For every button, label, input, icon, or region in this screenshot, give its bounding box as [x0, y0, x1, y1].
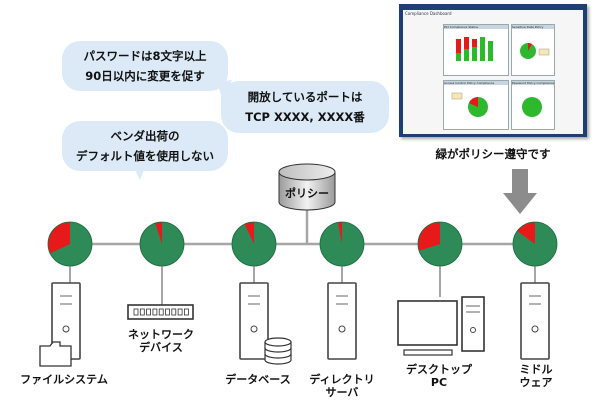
- pie-thumbnail: [451, 92, 488, 117]
- node-label-file-system: ファイルシステム: [12, 373, 116, 386]
- dashboard-panel: Password Policy Compliance: [511, 80, 555, 130]
- dashboard-panel: PCI Compliance Status: [443, 24, 509, 76]
- pie-outline: [47, 221, 93, 267]
- pie-noncompliant-slice: [155, 222, 162, 244]
- switch-port: [177, 308, 183, 316]
- panel-title: Access Control Policy Compliance: [444, 81, 508, 85]
- down-arrow-icon: [503, 169, 537, 214]
- screenshot-caption: 緑がポリシー遵守です: [435, 147, 551, 161]
- node-label-middleware: ミドル ウェア: [504, 363, 568, 389]
- label-line: サーバ: [325, 386, 359, 399]
- switch-port: [139, 308, 145, 316]
- folder-icon: [39, 341, 72, 367]
- node-label-directory-server: ディレクトリ サーバ: [300, 373, 384, 399]
- label-line: デスクトップ: [406, 363, 472, 376]
- compliance-pie: [139, 221, 185, 267]
- switch-port: [133, 308, 139, 316]
- pie-thumbnail: [520, 42, 550, 59]
- node-label-database: データベース: [218, 373, 298, 386]
- pie-outline: [417, 221, 463, 267]
- label-line: デバイス: [139, 341, 183, 354]
- label-line: ディレクトリ: [309, 373, 375, 386]
- server-icon: [239, 282, 269, 360]
- bubble-text: ベンダ出荷の: [110, 129, 180, 143]
- pie-noncompliant-slice: [244, 221, 254, 244]
- dashboard-panel: Sensitive Data Policy: [511, 24, 555, 76]
- node-connectors: [69, 266, 536, 305]
- label-line: ネットワーク: [128, 328, 194, 341]
- dashboard-panel: Access Control Policy Compliance: [443, 80, 509, 130]
- vendor-default-bubble: ベンダ出荷の デフォルト値を使用しない: [62, 121, 228, 171]
- bar-chart-thumbnail: [456, 37, 493, 61]
- compliance-pie: [47, 221, 93, 267]
- label-line: PC: [430, 376, 448, 389]
- pie-noncompliant-slice: [517, 222, 535, 244]
- switch-port: [152, 308, 158, 316]
- desktop-pc-icon: [397, 296, 485, 356]
- dashboard-title: Compliance Dashboard: [405, 11, 452, 16]
- server-icon: [520, 282, 550, 360]
- compliance-pie: [319, 221, 365, 267]
- pie-noncompliant-slice: [337, 222, 342, 244]
- bubble-text: デフォルト値を使用しない: [76, 149, 214, 163]
- node-label-desktop-pc: デスクトップ PC: [396, 363, 482, 389]
- label-line: ウェア: [519, 376, 553, 389]
- label-line: ファイルシステム: [20, 373, 108, 386]
- label-line: ミドル: [519, 363, 553, 376]
- pie-outline: [512, 221, 558, 267]
- panel-title: Sensitive Data Policy: [512, 25, 554, 29]
- switch-port: [171, 308, 177, 316]
- dashboard-screenshot: Compliance Dashboard PCI Compliance Stat…: [399, 4, 587, 137]
- switch-port: [183, 308, 189, 316]
- policy-database-icon: [278, 163, 336, 211]
- switch-port: [165, 308, 170, 316]
- bubble-text: 90日以内に変更を促す: [85, 69, 205, 83]
- compliance-pie: [417, 221, 463, 267]
- pie-outline: [231, 221, 277, 267]
- bubble-text: 開放しているポートは: [247, 90, 363, 104]
- bubble-text: TCP XXXX, XXXX番: [245, 110, 365, 124]
- policy-label: ポリシー: [285, 187, 329, 200]
- ports-policy-bubble: 開放しているポートは TCP XXXX, XXXX番: [221, 81, 389, 133]
- pie-noncompliant-slice: [418, 222, 440, 251]
- password-policy-bubble: パスワードは8文字以上 90日以内に変更を促す: [62, 41, 228, 91]
- compliance-pie: [231, 221, 277, 267]
- pie-outline: [319, 221, 365, 267]
- node-label-network-device: ネットワーク デバイス: [118, 328, 204, 354]
- panel-title: PCI Compliance Status: [444, 25, 508, 29]
- network-switch-icon: [127, 304, 194, 320]
- pie-outline: [139, 221, 185, 267]
- dashboard-window: Compliance Dashboard PCI Compliance Stat…: [403, 10, 583, 134]
- server-icon: [327, 282, 357, 360]
- switch-port: [146, 308, 152, 316]
- compliance-pie: [512, 221, 558, 267]
- bubble-text: パスワードは8文字以上: [83, 49, 207, 63]
- database-stack-icon: [264, 337, 292, 365]
- switch-port: [158, 308, 164, 316]
- pie-thumbnail: [522, 97, 542, 117]
- label-line: データベース: [225, 373, 291, 386]
- panel-title: Password Policy Compliance: [512, 81, 554, 85]
